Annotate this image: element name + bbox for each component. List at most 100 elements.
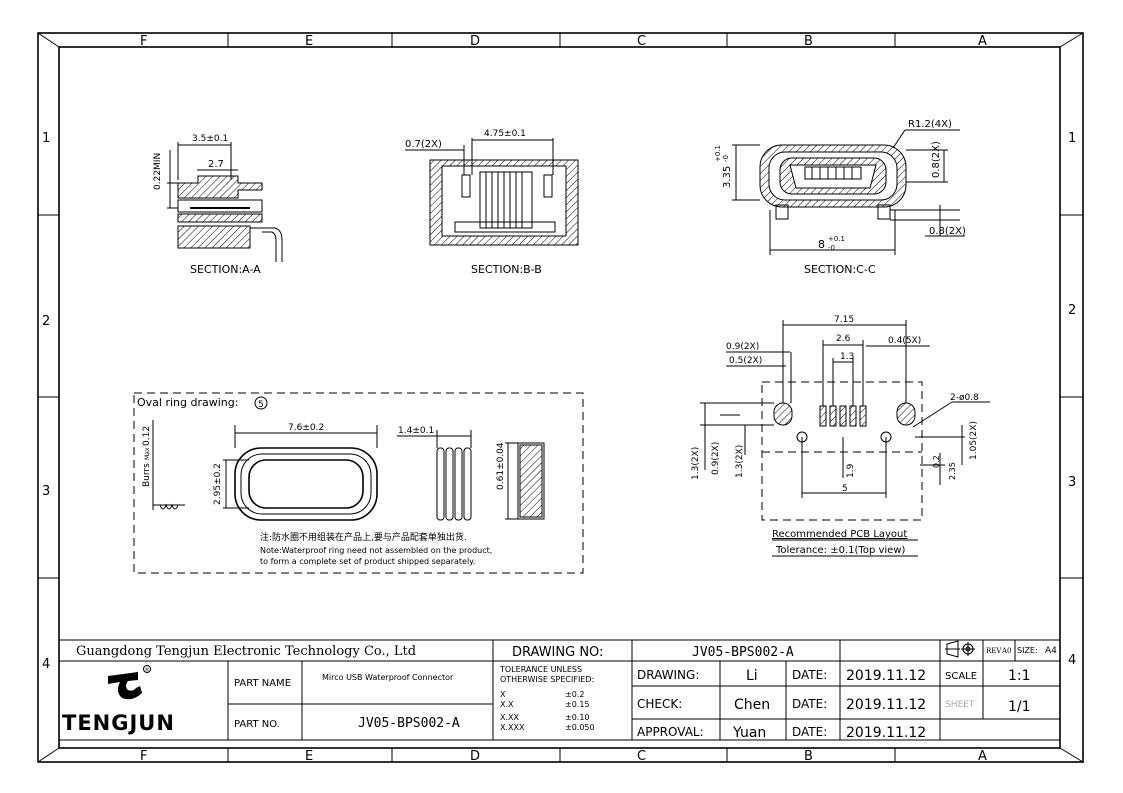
size-value: A4	[1045, 646, 1057, 656]
oval-ring-view: Oval ring drawing: 5 Burrs Max 0.12 7.6±…	[133, 392, 584, 574]
logo-text: TENGJUN	[62, 711, 175, 735]
date-value: 2019.11.12	[846, 668, 926, 684]
dim-label: Max	[144, 447, 151, 460]
drawing-by: Li	[746, 668, 758, 684]
part-name-label: PART NAME	[234, 678, 291, 689]
dim-label: 0.5(2X)	[729, 356, 762, 366]
dim-label: 0.8(2X)	[931, 141, 942, 178]
col-label-bottom: C	[637, 749, 646, 764]
check-by: Chen	[734, 697, 770, 713]
note-english: to form a complete set of product shippe…	[260, 557, 475, 566]
dim-label: 2.6	[836, 334, 851, 344]
dim-label: 2.35	[948, 462, 957, 480]
sheet-value: 1/1	[1008, 699, 1031, 715]
rev-value: A0	[1001, 647, 1012, 655]
tolerance-key: X.XXX	[500, 723, 525, 732]
dim-label: 2.7	[208, 159, 224, 170]
approval-label: APPROVAL:	[637, 725, 704, 739]
pcb-tolerance: Tolerance: ±0.1(Top view)	[775, 545, 905, 556]
dim-label: 7.15	[834, 315, 854, 325]
tengjun-logo: ® TENGJUN	[62, 665, 175, 735]
part-no: JV05-BPS002-A	[358, 716, 460, 731]
drawing-no-label: DRAWING NO:	[512, 645, 603, 660]
col-label-top: D	[470, 34, 480, 49]
col-label-bottom: A	[978, 749, 987, 764]
tolerance-value: ±0.050	[565, 723, 595, 732]
dim-label: 0.2	[932, 455, 941, 468]
approval-by: Yuan	[732, 725, 766, 741]
dim-label: 0.9(2X)	[711, 442, 721, 475]
col-label-top: B	[804, 34, 813, 49]
dim-label: 1.3(2X)	[691, 447, 701, 480]
scale-value: 1:1	[1008, 668, 1031, 684]
check-label: CHECK:	[637, 697, 682, 711]
dim-label: 1.05(2X)	[969, 421, 979, 460]
note-chinese: 注:防水圈不用组装在产品上,要与产品配套单独出货.	[260, 531, 467, 543]
part-no-label: PART NO.	[234, 719, 280, 730]
col-label-top: E	[305, 34, 313, 49]
section-caption: SECTION:C-C	[804, 263, 876, 276]
col-label-top: F	[140, 34, 147, 49]
tolerance-value: ±0.15	[565, 700, 590, 709]
col-label-bottom: B	[804, 749, 813, 764]
dim-label: 1.4±0.1	[398, 426, 434, 436]
title-block: Guangdong Tengjun Electronic Technology …	[59, 639, 1060, 741]
row-label-right: 4	[1068, 653, 1076, 668]
registered-mark: ®	[145, 667, 150, 674]
part-name: Mirco USB Waterproof Connector	[322, 673, 454, 682]
date-label: DATE:	[792, 697, 827, 711]
row-label-left: 4	[42, 657, 50, 672]
tolerance-title: OTHERWISE SPECIFIED:	[500, 675, 594, 684]
dim-label: 0.7(2X)	[405, 139, 442, 150]
col-label-bottom: E	[305, 749, 313, 764]
circled-number: 5	[258, 400, 264, 410]
pcb-caption: Recommended PCB Layout	[772, 529, 907, 540]
scale-label: SCALE	[945, 671, 977, 682]
col-label-bottom: D	[470, 749, 480, 764]
date-value: 2019.11.12	[846, 725, 926, 741]
tolerance-value: ±0.10	[565, 713, 590, 722]
dim-label: 3.5±0.1	[192, 134, 228, 144]
date-label: DATE:	[792, 668, 827, 682]
projection-symbol-icon	[945, 640, 975, 658]
tolerance-key: X	[500, 690, 506, 699]
tolerance-value: ±0.2	[565, 690, 584, 699]
company-name: Guangdong Tengjun Electronic Technology …	[76, 644, 416, 659]
note-english: Note:Waterproof ring need not assembled …	[260, 546, 492, 555]
dim-label: -0	[828, 244, 835, 252]
dim-label: 2-ø0.8	[950, 393, 979, 403]
row-label-right: 3	[1068, 475, 1076, 490]
col-label-top: A	[978, 34, 987, 49]
row-label-left: 3	[42, 484, 50, 499]
dim-label: 0.9(2X)	[726, 342, 759, 352]
tolerance-key: X.XX	[500, 713, 520, 722]
dim-label: 0.8(2X)	[929, 226, 966, 237]
dim-label: 7.6±0.2	[288, 423, 324, 433]
pcb-layout-view: 7.15 2.6 0.4(5X) 1.3 0.9(2X) 0.5(2X) 2-ø…	[691, 315, 990, 557]
drawing-label: DRAWING:	[637, 668, 699, 682]
date-value: 2019.11.12	[846, 697, 926, 713]
dim-label: 0.12	[142, 426, 152, 446]
drawing-frame: F E D C B A F E D C B A 1 2 3 4 1 2 3 4	[37, 32, 1084, 764]
dim-label: 1.9	[846, 463, 856, 478]
section-cc-view: R1.2(4X) 0.8(2X) 0.8(2X) 3.35 +0.1 -0 8 …	[714, 119, 966, 276]
section-caption: SECTION:A-A	[190, 263, 261, 276]
section-bb-view: 0.7(2X) 4.75±0.1 SECTION:B-B	[405, 129, 579, 276]
dim-label: 0.61±0.04	[496, 442, 506, 490]
date-label: DATE:	[792, 725, 827, 739]
dim-label: 4.75±0.1	[484, 129, 526, 139]
sheet-label: SHEET	[945, 700, 975, 710]
row-label-left: 2	[42, 314, 50, 329]
dim-label: 8	[818, 238, 825, 251]
section-aa-view: 3.5±0.1 2.7 0.22MIN SECTION:A-A	[153, 134, 283, 276]
dim-label: +0.1	[828, 235, 845, 243]
dim-label: 2.95±0.2	[213, 463, 223, 505]
tolerance-title: TOLERANCE UNLESS	[499, 665, 582, 674]
row-label-right: 2	[1068, 303, 1076, 318]
dim-label: R1.2(4X)	[908, 119, 952, 130]
drawing-no: JV05-BPS002-A	[692, 645, 794, 660]
col-label-top: C	[637, 34, 646, 49]
col-label-bottom: F	[140, 749, 147, 764]
size-label: SIZE:	[1017, 646, 1038, 655]
